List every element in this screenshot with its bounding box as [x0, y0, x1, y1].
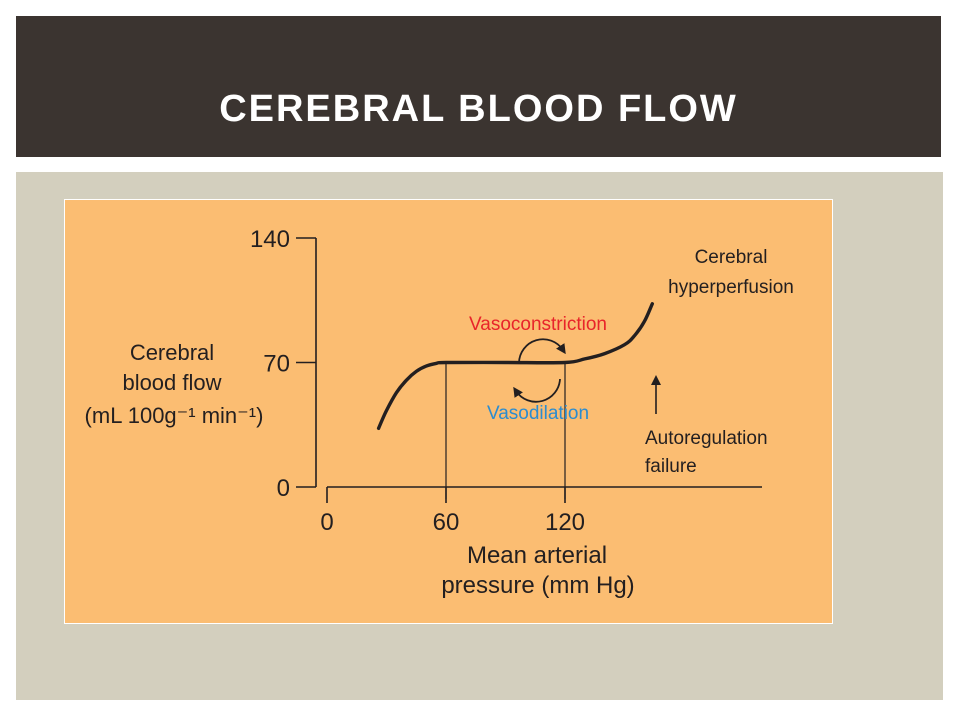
x-axis-label: Mean arterial pressure (mm Hg): [441, 542, 634, 599]
reference-lines: [445, 362, 566, 499]
cycle-arrow-bottom: [513, 378, 561, 403]
x-axis-label-line-2: pressure (mm Hg): [441, 572, 634, 599]
cerebral-blood-flow-curve: [376, 302, 654, 430]
vasoconstriction-label: Vasoconstriction: [469, 314, 607, 335]
x-tick-label-0: 0: [320, 509, 333, 536]
slide-title: CEREBRAL BLOOD FLOW: [219, 88, 738, 130]
chart-background: [64, 199, 833, 624]
y-tick-label-0: 0: [277, 475, 290, 502]
x-ticks: 0 60 120: [320, 487, 585, 536]
y-axis-label: Cerebral blood flow (mL 100g⁻¹ min⁻¹): [85, 340, 264, 428]
failure-label-line-1: Autoregulation: [645, 428, 768, 449]
failure-label-line-2: failure: [645, 456, 697, 477]
x-tick-label-1: 60: [433, 509, 460, 536]
cerebral-blood-flow-chart: 0 70 140 0 60 120 Cerebral blood flow (mL 10…: [64, 199, 833, 624]
x-tick-label-2: 120: [545, 509, 585, 536]
hyperperfusion-label-line-1: Cerebral: [695, 247, 768, 268]
chart-frame: 0 70 140 0 60 120 Cerebral blood flow (mL 10…: [64, 199, 833, 624]
hyperperfusion-label-line-2: hyperperfusion: [668, 277, 794, 298]
y-axis-label-line-2: blood flow: [122, 370, 221, 395]
y-tick-label-2: 140: [250, 226, 290, 253]
vasodilation-label: Vasodilation: [487, 403, 589, 424]
y-axis-label-line-3: (mL 100g⁻¹ min⁻¹): [85, 403, 264, 428]
autoregulation-cycle-icon: [513, 338, 566, 403]
cycle-arrow-top: [518, 338, 566, 364]
x-axis-label-line-1: Mean arterial: [467, 542, 607, 569]
title-bar: CEREBRAL BLOOD FLOW: [16, 16, 941, 157]
y-tick-label-1: 70: [263, 351, 290, 378]
y-ticks: 0 70 140: [250, 226, 316, 502]
y-axis-label-line-1: Cerebral: [130, 340, 214, 365]
